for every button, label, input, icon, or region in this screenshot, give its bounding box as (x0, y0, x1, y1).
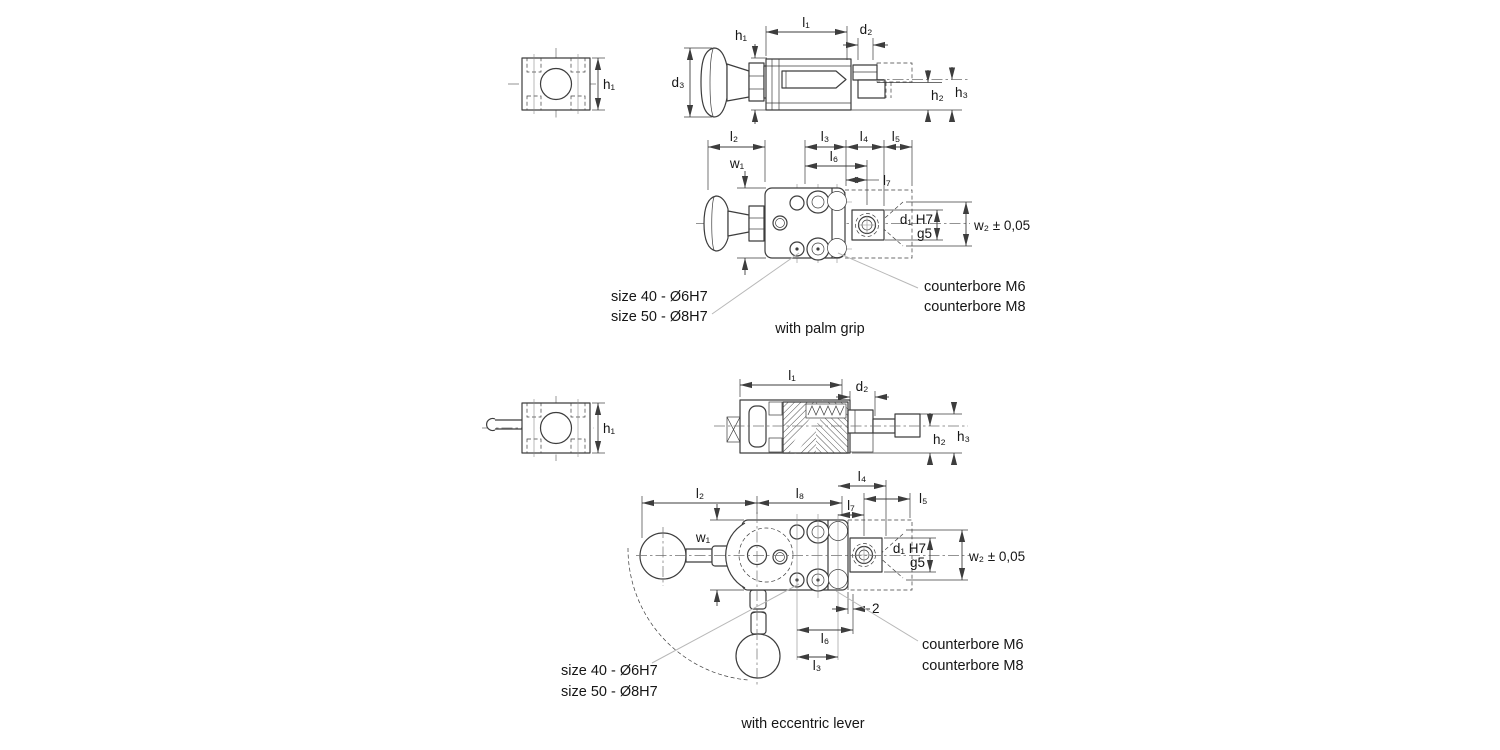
dim-label-h1-end-palm: h₁ (603, 77, 616, 92)
bore-circle-eccentric (539, 411, 573, 445)
dim-label-l8-eccentric: l₈ (796, 486, 805, 501)
dim-label-d1h7-palm: d₁ H7 (900, 212, 933, 227)
note-size50-palm: size 50 - Ø8H7 (611, 309, 708, 325)
palm-grip-knob-plan (703, 195, 765, 252)
dim-label-l7-eccentric: l₇ (847, 498, 855, 513)
dim-label-l6-palm: l₆ (830, 149, 838, 164)
locating-pin-block-eccentric (849, 537, 883, 573)
t-slot-hidden-lines (526, 54, 586, 114)
caption-palm-grip: with palm grip (774, 321, 864, 337)
bore-circle (539, 67, 573, 101)
dim-label-d2-palm: d₂ (860, 22, 873, 37)
mount-bracket-side (852, 62, 913, 99)
dim-label-w1-palm: w₁ (729, 156, 745, 171)
end-view-palm-grip: h₁ (508, 48, 616, 120)
pin-shaft-side (847, 409, 921, 453)
note-size50-eccentric: size 50 - Ø8H7 (561, 684, 658, 700)
caption-eccentric-lever: with eccentric lever (740, 716, 864, 732)
dim-label-l2-palm: l₂ (730, 129, 738, 144)
note-counterbore-m6-eccentric: counterbore M6 (922, 637, 1024, 653)
bolt-holes-palm (772, 190, 847, 261)
end-view-eccentric: h₁ (482, 396, 616, 461)
plan-view-eccentric: l₂ l₈ l₄ l₅ l₇ w₁ d₁ H7 g5 w₂ ± 0,05 2 (561, 469, 1025, 732)
dim-label-h2-eccentric: h₂ (933, 432, 946, 447)
dim-label-h3-palm: h₃ (955, 85, 968, 100)
t-slot-hidden-lines-eccentric (526, 399, 586, 457)
locating-pin-block (851, 209, 885, 241)
dim-label-l5-palm: l₅ (892, 129, 900, 144)
dim-label-h2-palm: h₂ (931, 88, 944, 103)
palm-grip-knob-side (700, 47, 770, 118)
clamp-body-side (765, 58, 852, 111)
eccentric-lever-down-position (735, 589, 781, 679)
plan-view-palm-grip: l₂ l₃ l₄ l₅ l₆ l₇ w₁ d₁ H7 g5 w₂ ± 0,05 … (611, 129, 1030, 337)
lever-swing-arc (627, 547, 749, 681)
note-counterbore-m6-palm: counterbore M6 (924, 279, 1026, 295)
dim-label-d3: d₃ (671, 75, 684, 90)
dim-label-l1-eccentric: l₁ (788, 368, 796, 383)
side-view-eccentric: l₁ d₂ h₂ h₃ (714, 368, 970, 465)
dim-label-l7-palm: l₇ (883, 173, 891, 188)
eccentric-lever-horizontal (639, 532, 731, 580)
note-size40-palm: size 40 - Ø6H7 (611, 289, 708, 305)
dim-label-g5-palm: g5 (917, 226, 932, 241)
note-counterbore-m8-eccentric: counterbore M8 (922, 658, 1024, 674)
spring (805, 403, 847, 419)
dim-label-l3-palm: l₃ (821, 129, 830, 144)
dim-label-l3-eccentric: l₃ (813, 658, 822, 673)
side-view-palm-grip: d₃ h₁ (671, 15, 968, 124)
lever-handle-end (486, 417, 522, 432)
dim-label-offset2: 2 (872, 601, 880, 616)
dim-label-h1-side-palm: h₁ (735, 28, 748, 43)
note-size40-eccentric: size 40 - Ø6H7 (561, 663, 658, 679)
dim-label-w2-palm: w₂ ± 0,05 (973, 218, 1030, 233)
dim-label-l4-palm: l₄ (860, 129, 869, 144)
dim-label-w1-eccentric: w₁ (695, 530, 711, 545)
dim-label-l6-eccentric: l₆ (821, 631, 829, 646)
dim-label-d2-eccentric: d₂ (856, 379, 869, 394)
note-counterbore-m8-palm: counterbore M8 (924, 299, 1026, 315)
dim-label-l1-palm: l₁ (802, 15, 810, 30)
dim-label-h1-end-eccentric: h₁ (603, 421, 616, 436)
dim-label-l4-eccentric: l₄ (858, 469, 867, 484)
dim-label-d1h7-eccentric: d₁ H7 (893, 541, 926, 556)
dim-label-l2-eccentric: l₂ (696, 486, 704, 501)
dim-label-w2-eccentric: w₂ ± 0,05 (968, 549, 1025, 564)
dim-label-h3-eccentric: h₃ (957, 429, 970, 444)
cam-hidden-circle (738, 527, 794, 583)
dim-label-l5-eccentric: l₅ (919, 491, 927, 506)
dim-label-g5-eccentric: g5 (910, 555, 925, 570)
